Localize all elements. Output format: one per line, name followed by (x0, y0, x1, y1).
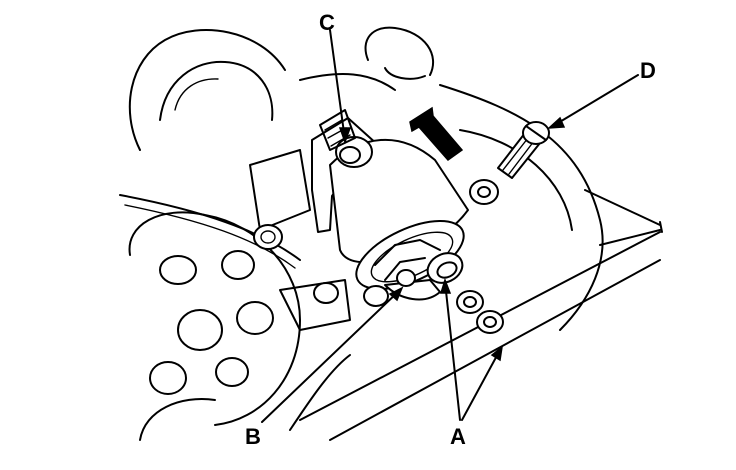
callout-c: C (319, 10, 335, 35)
bolt-d (497, 121, 550, 179)
washer (469, 179, 499, 205)
callout-a: A (450, 424, 466, 449)
sensor-housing (311, 117, 469, 301)
direction-arrow (409, 106, 464, 162)
leader-lines (261, 29, 639, 423)
callout-b: B (245, 424, 261, 449)
engine-background (119, 26, 663, 441)
callout-d: D (640, 58, 656, 83)
housing-nubs (363, 269, 416, 307)
o-rings (456, 290, 504, 334)
